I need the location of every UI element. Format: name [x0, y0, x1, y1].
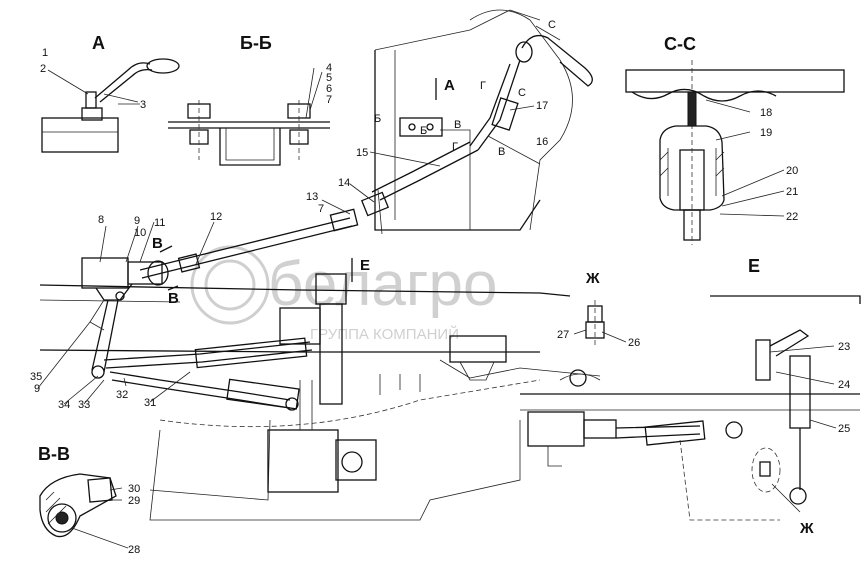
- callout-28: 28: [128, 544, 140, 556]
- callout-7: 7: [326, 94, 332, 106]
- section-vv: [39, 473, 117, 538]
- callout-30: 30: [128, 483, 140, 495]
- callout-9: 9: [134, 215, 140, 227]
- callout-6: 6: [326, 83, 332, 95]
- detail-zh: [585, 300, 605, 345]
- callout-11: 11: [154, 217, 165, 229]
- callout-19: 19: [760, 127, 772, 139]
- callout-14: 14: [338, 177, 350, 189]
- mark-zh: Ж: [799, 520, 814, 537]
- leader-lines: [37, 71, 837, 549]
- rubber-bushing: [659, 125, 725, 211]
- callout-23: 23: [838, 341, 850, 353]
- view-e: [520, 295, 861, 521]
- callout-8: 8: [98, 214, 104, 226]
- cylinder-upper: [194, 337, 308, 369]
- callout-15: 15: [356, 147, 368, 159]
- section-title-bb: Б-Б: [240, 33, 272, 53]
- callout-12: 12: [210, 211, 222, 223]
- label-zh: Ж: [585, 270, 600, 287]
- mark-g1: Г: [480, 80, 486, 92]
- bracket-8: [81, 257, 129, 289]
- mark-v-upper2: В: [498, 146, 505, 158]
- lever-knob: [146, 58, 180, 74]
- bracket-23: [755, 339, 771, 381]
- callout-27: 27: [557, 329, 569, 341]
- mark-c-mid: С: [518, 87, 526, 99]
- callout-3: 3: [140, 99, 146, 111]
- watermark-subtitle: ГРУППА КОМПАНИЙ: [310, 325, 459, 343]
- e-valve-block: [527, 411, 585, 447]
- mark-v-mid: В: [152, 235, 163, 252]
- bellcrank-assembly: [81, 257, 169, 379]
- callout-35: 35: [30, 371, 42, 383]
- mark-v-upper: В: [454, 119, 461, 131]
- view-a-lever: [41, 58, 180, 153]
- rod-25: [789, 355, 811, 429]
- callout-22: 22: [786, 211, 798, 223]
- section-cc-seat: [625, 60, 845, 245]
- mark-e: Е: [360, 257, 370, 274]
- mark-g2: Г: [452, 141, 458, 153]
- vv-clamp: [39, 473, 117, 538]
- callout-26: 26: [628, 337, 640, 349]
- detail-zh-callout-circle: [751, 447, 781, 493]
- mark-a: А: [444, 77, 455, 94]
- callout-24: 24: [838, 379, 850, 391]
- callout-5: 5: [326, 72, 332, 84]
- callout-13: 13: [306, 191, 318, 203]
- mark-c-top: С: [548, 19, 556, 31]
- callout-33: 33: [78, 399, 90, 411]
- mark-b-left: Б: [374, 113, 381, 125]
- section-bb-bracket: [168, 67, 330, 166]
- callout-4: 4: [326, 62, 332, 74]
- callout-18: 18: [760, 107, 772, 119]
- watermark: белагро ГРУППА КОМПАНИЙ: [190, 245, 497, 343]
- control-linkage-upper: [360, 25, 593, 235]
- lower-cylinders: [103, 337, 313, 411]
- lever-arm-35: [91, 299, 109, 371]
- section-title-vv: В-В: [38, 444, 70, 464]
- callout-25: 25: [838, 423, 850, 435]
- callout-20: 20: [786, 165, 798, 177]
- pump-housing: [267, 429, 339, 493]
- callout-10: 10: [134, 227, 146, 239]
- watermark-logo-ring: [190, 245, 270, 325]
- section-title-a: А: [92, 33, 105, 53]
- callout-9b: 9: [34, 383, 40, 395]
- platform-beam: [625, 69, 845, 93]
- section-title-e: Е: [748, 256, 760, 276]
- callout-34: 34: [58, 399, 70, 411]
- control-handle: [521, 34, 593, 87]
- mark-v-low: В: [168, 290, 179, 307]
- callout-29: 29: [128, 495, 140, 507]
- callout-7b: 7: [318, 203, 324, 215]
- callout-17: 17: [536, 100, 548, 112]
- callout-32: 32: [116, 389, 128, 401]
- lever-handle-shaft: [94, 62, 151, 99]
- callout-2: 2: [40, 63, 46, 75]
- rod-15: [379, 149, 479, 201]
- view-markers: А Б Б В В Г Г С С В В Е Ж Ж: [152, 19, 814, 537]
- callout-1: 1: [42, 47, 48, 59]
- frame-rails: [39, 284, 601, 428]
- mark-b-inner: Б: [420, 125, 427, 137]
- callout-numbers: 1 2 3 4 5 6 7 7 8 9 9 10 11 12 13 14 15 …: [30, 47, 850, 556]
- callout-16: 16: [536, 136, 548, 148]
- callout-21: 21: [786, 186, 798, 198]
- valve-block: [149, 273, 507, 501]
- callout-31: 31: [144, 397, 156, 409]
- watermark-logo-inner: [204, 259, 256, 311]
- lever-clamp-body: [41, 117, 119, 153]
- cylinder-lower: [226, 378, 300, 410]
- section-title-cc: С-С: [664, 34, 696, 54]
- rod-12: [139, 208, 359, 279]
- cab-panel: [374, 9, 573, 231]
